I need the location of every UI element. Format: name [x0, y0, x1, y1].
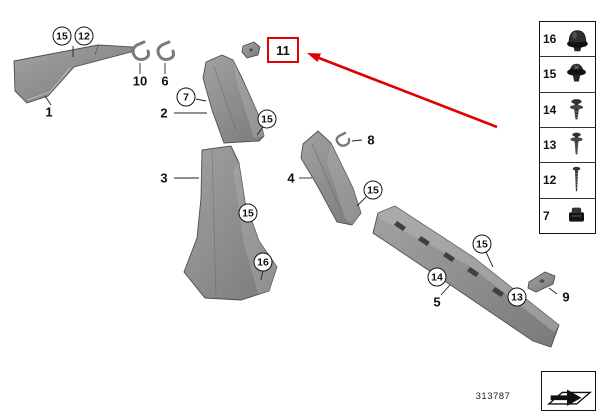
selection-arrow — [307, 53, 498, 129]
highlighted-item-box[interactable]: 11 — [267, 37, 299, 63]
legend-num: 14 — [543, 102, 557, 117]
label-part-10[interactable]: 10 — [132, 73, 148, 89]
part-3-b-pillar-lower-trim[interactable] — [183, 145, 278, 301]
label-part-6[interactable]: 6 — [161, 73, 169, 89]
part-9-clip[interactable] — [527, 271, 556, 293]
part-8-clip[interactable] — [335, 131, 351, 147]
fastener-legend: 16 15 14 — [539, 21, 596, 234]
part-2-b-pillar-upper-trim[interactable] — [202, 54, 265, 144]
part-5-sill-trim[interactable] — [372, 205, 560, 348]
legend-item-12[interactable]: 12 — [540, 163, 595, 199]
legend-item-13[interactable]: 13 — [540, 128, 595, 164]
grommet-icon — [567, 64, 586, 82]
callout-15-d[interactable]: 15 — [363, 180, 383, 200]
legend-num: 7 — [543, 208, 550, 223]
part-10-hook[interactable] — [131, 40, 150, 61]
callout-7[interactable]: 7 — [176, 87, 196, 107]
legend-num: 13 — [543, 138, 557, 153]
callout-12[interactable]: 12 — [74, 26, 94, 46]
callout-15-b[interactable]: 15 — [257, 109, 277, 129]
sill-clip-holes — [394, 221, 504, 297]
leader-lines — [44, 46, 558, 296]
direction-indicator-box — [541, 371, 596, 411]
clip-cap-icon — [569, 207, 584, 222]
screw-short-icon — [569, 98, 584, 120]
label-part-9[interactable]: 9 — [562, 289, 570, 305]
label-part-3[interactable]: 3 — [160, 170, 168, 186]
callout-13[interactable]: 13 — [507, 287, 527, 307]
legend-num: 12 — [543, 173, 557, 188]
callout-14[interactable]: 14 — [427, 267, 447, 287]
grommet-dome-icon — [567, 30, 588, 52]
legend-item-15[interactable]: 15 — [540, 57, 595, 93]
legend-item-14[interactable]: 14 — [540, 93, 595, 128]
part-6-hook[interactable] — [156, 40, 175, 61]
label-part-2[interactable]: 2 — [160, 105, 168, 121]
callout-16[interactable]: 16 — [253, 252, 273, 272]
callout-15-a[interactable]: 15 — [52, 26, 72, 46]
part-1-a-pillar-trim[interactable] — [13, 44, 134, 104]
callout-15-e[interactable]: 15 — [472, 234, 492, 254]
legend-item-16[interactable]: 16 — [540, 22, 595, 58]
label-part-8[interactable]: 8 — [367, 132, 375, 148]
part-4-c-pillar-trim[interactable] — [300, 130, 362, 226]
screw-long-icon — [572, 167, 581, 192]
diagram-number: 313787 — [475, 391, 511, 402]
label-part-5[interactable]: 5 — [433, 294, 441, 310]
part-11-bracket[interactable] — [241, 41, 261, 59]
legend-num: 15 — [543, 67, 557, 82]
label-part-4[interactable]: 4 — [287, 170, 295, 186]
legend-item-7[interactable]: 7 — [540, 199, 595, 233]
legend-num: 16 — [543, 32, 557, 47]
label-part-1[interactable]: 1 — [45, 104, 53, 120]
callout-15-c[interactable]: 15 — [238, 203, 258, 223]
direction-arrow-icon — [546, 389, 592, 406]
screw-icon — [570, 132, 583, 155]
